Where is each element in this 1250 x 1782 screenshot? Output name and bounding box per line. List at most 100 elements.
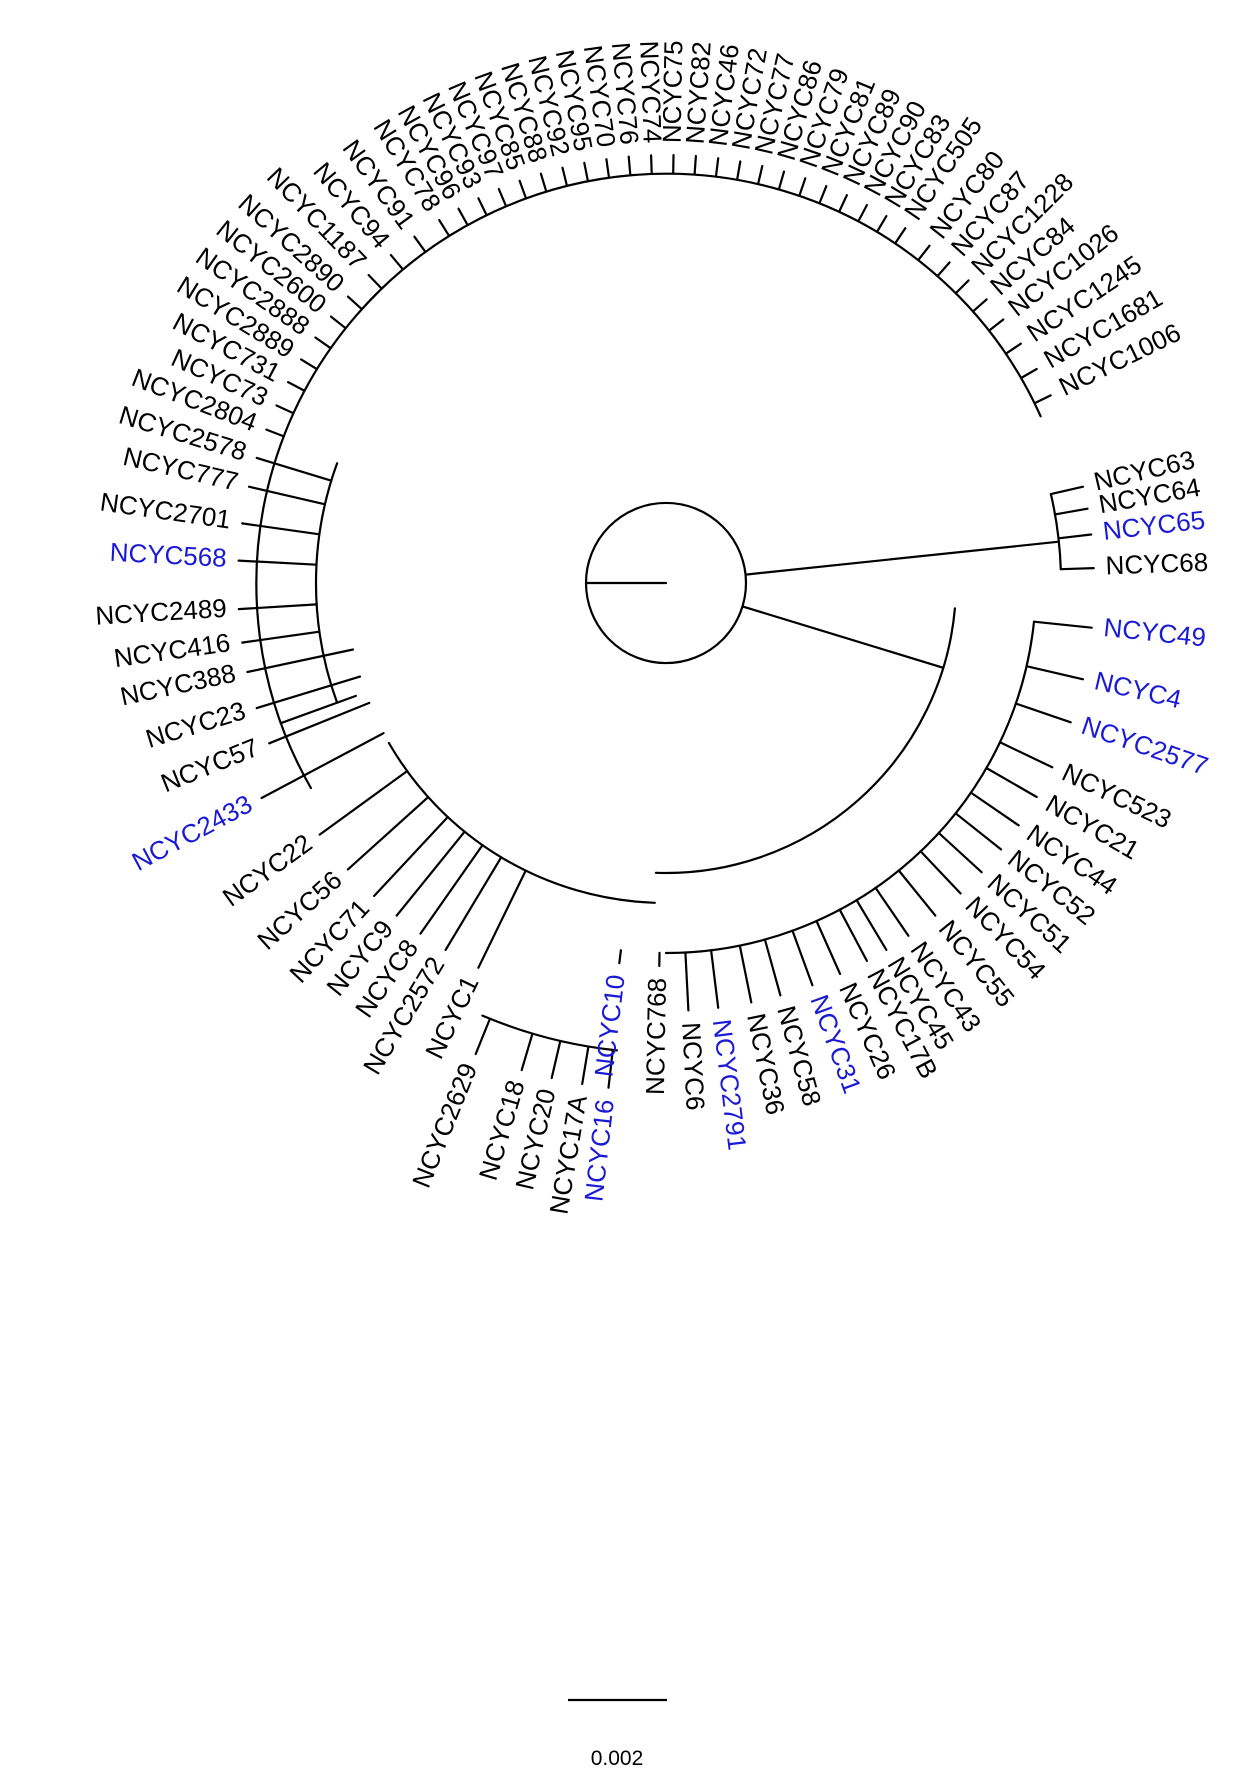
terminal-branch <box>855 899 888 951</box>
terminal-branch <box>413 235 427 253</box>
terminal-branch <box>736 160 742 181</box>
arc-outer-ring <box>255 172 1042 790</box>
terminal-branch <box>255 456 333 482</box>
terminal-branch <box>444 856 503 951</box>
terminal-branch <box>798 177 807 197</box>
leaf-label-l22: NCYC6 <box>676 1022 711 1112</box>
terminal-branch <box>607 1048 614 1089</box>
root-circle <box>584 501 748 665</box>
terminal-branch <box>1059 567 1095 571</box>
terminal-branch <box>497 187 507 207</box>
terminal-branch <box>757 164 764 185</box>
terminal-branch <box>518 179 527 199</box>
terminal-branch <box>1004 342 1022 355</box>
terminal-branch <box>268 701 371 745</box>
terminal-branch <box>936 261 951 277</box>
terminal-branch <box>1049 485 1085 496</box>
terminal-branch <box>954 812 1003 851</box>
terminal-branch <box>627 155 632 176</box>
leaf-label-l44: NCYC2701 <box>98 487 232 535</box>
terminal-branch <box>1014 702 1072 724</box>
terminal-branch <box>395 830 466 917</box>
branch-clade-lower <box>741 605 945 669</box>
terminal-branch <box>237 559 318 566</box>
terminal-branch <box>329 315 347 329</box>
terminal-branch <box>367 274 383 290</box>
terminal-branch <box>246 648 355 674</box>
terminal-branch <box>954 279 970 295</box>
terminal-branch <box>550 1039 562 1080</box>
terminal-branch <box>876 215 888 233</box>
leaf-label-l67: NCYC74 <box>634 40 668 144</box>
terminal-branch <box>894 227 907 245</box>
arc-clade-lower <box>654 607 956 875</box>
terminal-branch <box>838 908 868 962</box>
arc-clade-right <box>664 620 1036 955</box>
terminal-branch <box>763 938 782 997</box>
leaf-label-l29: NCYC2629 <box>406 1059 483 1192</box>
terminal-branch <box>897 869 937 917</box>
terminal-branch <box>237 603 318 611</box>
terminal-branch <box>714 157 720 178</box>
terminal-branch <box>300 358 318 370</box>
terminal-branch <box>474 1017 491 1056</box>
terminal-branch <box>988 318 1005 332</box>
terminal-branch <box>838 194 848 213</box>
terminal-branch <box>618 949 622 965</box>
leaf-label-l69: NCYC82 <box>680 41 717 145</box>
terminal-branch <box>581 1045 590 1086</box>
terminal-branch <box>241 522 321 536</box>
terminal-branch <box>972 298 988 313</box>
tree-branches <box>237 154 1095 1089</box>
scale-bar-label: 0.002 <box>591 1747 644 1770</box>
terminal-branch <box>684 951 690 1012</box>
terminal-branch <box>937 831 983 874</box>
terminal-branch <box>738 944 753 1004</box>
terminal-branch <box>917 244 931 261</box>
leaf-label-l37: NCYC2433 <box>127 789 257 877</box>
branch-clade-63 <box>744 540 1060 576</box>
terminal-branch <box>874 886 910 937</box>
terminal-branch <box>346 796 430 871</box>
terminal-branch <box>605 158 610 179</box>
terminal-branch <box>314 336 332 349</box>
terminal-branch <box>777 170 786 190</box>
terminal-branch <box>857 204 868 223</box>
terminal-branch <box>650 154 653 175</box>
terminal-branch <box>710 949 720 1009</box>
terminal-branch <box>477 197 488 216</box>
terminal-branch <box>818 185 828 204</box>
terminal-branch <box>265 428 285 438</box>
scale-bar: 0.002 <box>568 1698 667 1770</box>
terminal-branch <box>389 254 404 270</box>
terminal-branch <box>255 675 362 710</box>
terminal-branch <box>1033 394 1052 405</box>
arc-clade-left-upper <box>314 462 339 704</box>
terminal-branch <box>969 791 1020 827</box>
terminal-branch <box>438 218 450 237</box>
leaf-label-l4: NCYC49 <box>1102 612 1207 653</box>
terminal-branch <box>241 630 321 644</box>
arc-clade-63 <box>1049 493 1062 571</box>
terminal-branch <box>985 766 1038 799</box>
leaf-label-l24: NCYC10 <box>588 973 630 1078</box>
terminal-branch <box>539 172 548 192</box>
terminal-branch <box>998 741 1054 769</box>
terminal-branch <box>791 929 814 987</box>
terminal-branch <box>815 919 842 976</box>
terminal-branch <box>561 166 568 187</box>
terminal-branch <box>346 295 363 310</box>
leaf-labels: NCYC63NCYC64NCYC65NCYC68NCYC49NCYC4NCYC2… <box>94 40 1211 1216</box>
terminal-branch <box>457 207 469 226</box>
terminal-branch <box>1020 367 1038 380</box>
terminal-branch <box>260 732 385 800</box>
arc-clade-bottom <box>481 1014 618 1052</box>
leaf-label-l3: NCYC68 <box>1105 547 1209 581</box>
terminal-branch <box>693 154 697 176</box>
terminal-branch <box>583 161 589 182</box>
leaf-label-l5: NCYC4 <box>1092 665 1185 714</box>
terminal-branch <box>919 850 962 895</box>
leaf-label-l43: NCYC568 <box>109 537 227 573</box>
leaf-label-l68: NCYC75 <box>657 40 689 143</box>
